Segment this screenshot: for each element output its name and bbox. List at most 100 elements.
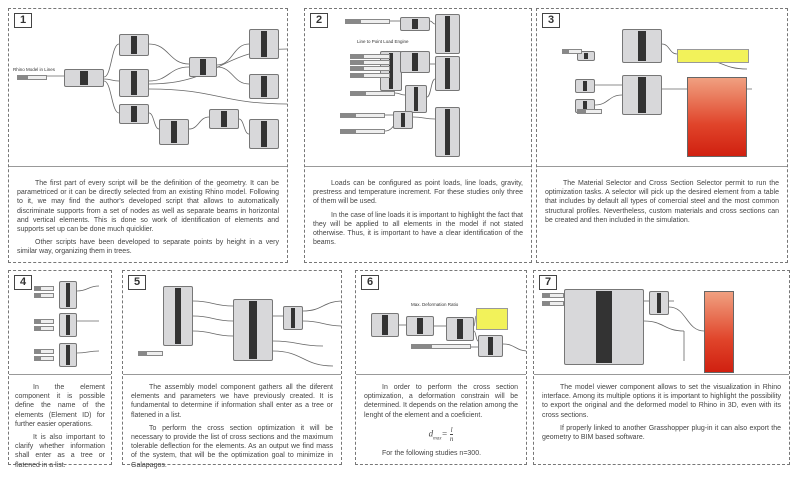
component-node: [249, 119, 279, 149]
number-slider: [542, 301, 564, 306]
number-slider: [542, 293, 564, 298]
wire: [473, 315, 477, 327]
diagram-deformation-ratio: [356, 271, 526, 375]
component-node: [163, 286, 193, 346]
number-slider: [350, 66, 390, 71]
node-core: [171, 121, 177, 143]
component-node: [400, 17, 430, 31]
component-node: [446, 317, 474, 341]
node-core: [638, 31, 646, 61]
node-core: [66, 345, 70, 365]
number-slider: [34, 356, 54, 361]
node-core: [221, 111, 227, 127]
number-slider: [577, 109, 602, 114]
wire: [302, 320, 341, 327]
component-node: [59, 281, 77, 309]
number-slider: [350, 54, 390, 59]
panel-1: 1 Rhino Model in Lines The first part of…: [8, 8, 288, 263]
wire: [188, 116, 210, 130]
component-node: [159, 119, 189, 145]
formula-numerator: l: [449, 425, 454, 435]
paragraph: The assembly model component gathers all…: [131, 384, 333, 419]
node-core: [488, 337, 493, 355]
panel-number: 1: [14, 13, 32, 28]
component-node: [209, 109, 239, 129]
number-slider: [17, 75, 47, 80]
wire: [216, 66, 250, 85]
wire: [473, 330, 479, 342]
panel-text: In order to perform the cross section op…: [364, 383, 518, 463]
node-core: [596, 291, 612, 363]
component-node: [435, 107, 460, 157]
node-core: [583, 101, 587, 111]
node-core: [291, 308, 295, 328]
wires: [398, 315, 526, 352]
wire: [103, 80, 120, 114]
wire: [192, 330, 234, 337]
node-core: [401, 113, 405, 127]
component-node: [405, 85, 427, 113]
node-core: [412, 19, 418, 29]
panel-output: [476, 308, 508, 330]
node-core: [249, 301, 257, 359]
number-slider: [350, 73, 390, 78]
wire: [148, 112, 160, 130]
number-slider: [411, 344, 471, 349]
node-core: [583, 81, 587, 91]
component-node: [564, 289, 644, 365]
component-node: [406, 316, 434, 336]
component-node: [119, 104, 149, 124]
component-node: [189, 57, 217, 77]
node-core: [261, 76, 267, 97]
component-node: [577, 51, 595, 61]
component-node: [393, 111, 413, 129]
node-core: [457, 319, 463, 339]
paragraph: In order to perform the cross section op…: [364, 384, 518, 419]
node-core: [445, 109, 450, 155]
paragraph: To perform the cross section optimizatio…: [131, 424, 333, 469]
wire: [192, 315, 234, 322]
paragraph: For the following studies n=300.: [382, 450, 482, 458]
node-core: [200, 59, 206, 75]
paragraph: Other scripts have been developed to sep…: [17, 239, 279, 256]
component-node: [575, 79, 595, 93]
paragraph: It is also important to clarify whether …: [15, 434, 105, 469]
panel-5: 5 The assembly model component gathers a…: [122, 270, 342, 469]
node-core: [638, 77, 646, 113]
diagram-material-section-selector: [537, 9, 787, 167]
component-node: [371, 313, 399, 337]
wire: [661, 43, 678, 55]
wire: [302, 300, 341, 312]
node-core: [66, 283, 70, 307]
node-core: [261, 121, 267, 147]
panel-number: 6: [361, 275, 379, 290]
node-core: [417, 318, 423, 334]
paragraph: If properly linked to another Grasshoppe…: [542, 424, 781, 442]
node-core: [131, 36, 137, 54]
paragraph: In the element component it is possible …: [15, 384, 105, 428]
panel-output: [677, 49, 749, 63]
node-core: [80, 71, 88, 85]
wire: [148, 43, 190, 65]
wire: [643, 320, 685, 332]
node-core: [445, 16, 450, 52]
wire: [76, 350, 100, 354]
panel-text: The assembly model component gathers all…: [131, 383, 333, 474]
wire: [668, 306, 705, 332]
component-node: [283, 306, 303, 330]
component-node: [59, 313, 77, 337]
node-core: [445, 58, 450, 89]
panel-2: 2 Line to Point Load Engine Loads can be…: [304, 8, 532, 263]
component-node: [59, 343, 77, 367]
wire: [192, 300, 234, 307]
component-node: [622, 75, 662, 115]
panel-number: 3: [542, 13, 560, 28]
panel-text: The Material Selector and Cross Section …: [545, 179, 779, 229]
wire: [272, 350, 334, 367]
component-node: [119, 69, 149, 97]
number-slider: [350, 60, 390, 65]
diagram-element: [9, 271, 111, 375]
formula-denominator: n: [449, 434, 454, 443]
